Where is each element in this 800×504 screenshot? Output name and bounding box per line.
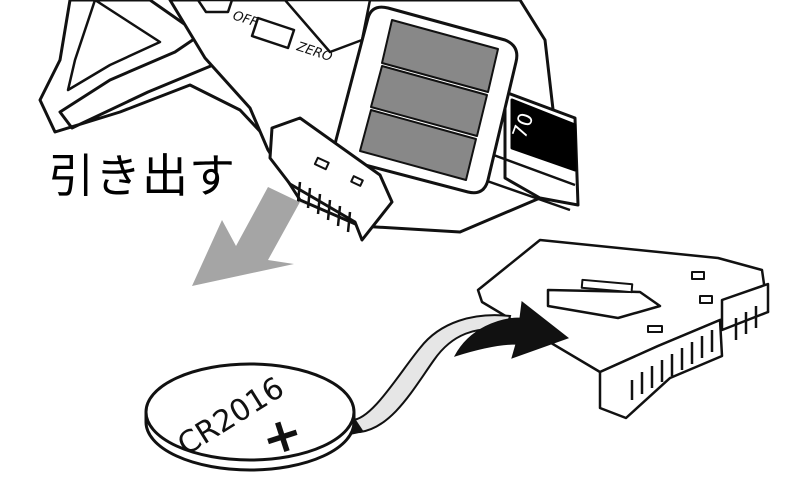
battery-holder-in-caliper xyxy=(268,116,394,242)
pull-out-arrow xyxy=(192,187,312,286)
holder-grip-ribs xyxy=(630,306,758,400)
beam-edge xyxy=(479,148,576,187)
holder-slot xyxy=(313,156,330,171)
zero-button xyxy=(250,16,296,50)
caliper-body xyxy=(38,0,580,242)
off-button xyxy=(196,0,234,14)
scale-band xyxy=(510,98,577,172)
caliper-arm-inner xyxy=(66,0,162,92)
holder-slot-a xyxy=(691,271,705,280)
holder-slot-b xyxy=(699,295,713,304)
insert-arrow xyxy=(453,301,570,359)
battery-holder-ribs xyxy=(296,181,352,233)
holder-notch xyxy=(580,278,634,294)
solar-panel-cells xyxy=(359,19,499,181)
pull-out-instruction: 引き出す xyxy=(48,149,236,203)
coin-battery xyxy=(144,362,356,472)
holder-slot-2 xyxy=(350,175,364,187)
holder-side xyxy=(720,282,770,332)
holder-slot-c xyxy=(647,325,663,333)
